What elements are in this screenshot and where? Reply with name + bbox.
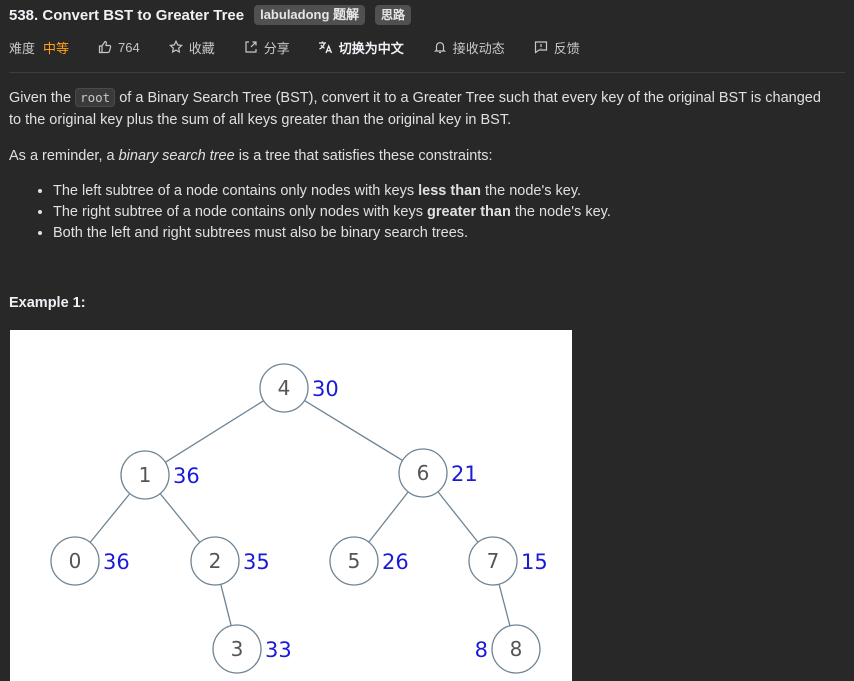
tree-node-key: 5: [348, 549, 361, 573]
list-item: Both the left and right subtrees must al…: [53, 223, 834, 244]
tree-node-2: [190, 536, 240, 586]
tree-node-sum: 33: [265, 638, 292, 662]
tree-node-sum: 35: [243, 550, 270, 574]
tree-edge: [89, 493, 131, 543]
feedback-button[interactable]: 反馈: [533, 38, 580, 57]
translate-button[interactable]: 切换为中文: [318, 38, 404, 57]
share-button[interactable]: 分享: [243, 38, 290, 57]
notify-button[interactable]: 接收动态: [432, 38, 505, 57]
feedback-icon: [533, 39, 549, 55]
tree-node-sum: 36: [173, 464, 200, 488]
tree-edge: [368, 491, 409, 543]
thumbs-up-icon: [97, 39, 113, 55]
constraints-list: The left subtree of a node contains only…: [9, 181, 834, 244]
code-root: root: [75, 88, 116, 107]
difficulty-value: 中等: [43, 40, 70, 56]
tree-node-3: [212, 624, 262, 674]
tree-node-sum: 21: [451, 462, 478, 486]
tree-node-8: [491, 624, 541, 674]
share-label: 分享: [263, 40, 290, 56]
difficulty-label: 难度: [9, 40, 36, 56]
tree-node-5: [329, 536, 379, 586]
tree-node-6: [398, 448, 448, 498]
notify-label: 接收动态: [452, 40, 505, 56]
tree-edge: [164, 400, 265, 463]
tree-edge: [437, 491, 479, 543]
difficulty: 难度 中等: [9, 38, 69, 57]
problem-header: 538. Convert BST to Greater Tree labulad…: [9, 4, 845, 26]
description-paragraph-2: As a reminder, a binary search tree is a…: [9, 148, 493, 164]
tree-edge: [304, 399, 403, 462]
translate-icon: [318, 39, 334, 55]
tree-node-key: 0: [69, 549, 82, 573]
bell-icon: [432, 39, 448, 55]
favorite-label: 收藏: [188, 40, 215, 56]
tree-node-7: [468, 536, 518, 586]
tree-edge: [220, 584, 232, 626]
tag-labuladong[interactable]: labuladong 题解: [254, 5, 366, 25]
tree-node-key: 2: [209, 549, 222, 573]
tag-hint[interactable]: 思路: [375, 5, 412, 25]
share-icon: [243, 39, 259, 55]
star-icon: [168, 39, 184, 55]
tree-node-0: [50, 536, 100, 586]
feedback-label: 反馈: [553, 40, 580, 56]
tree-node-4: [259, 363, 309, 413]
tree-node-key: 6: [417, 461, 430, 485]
tree-node-key: 4: [278, 376, 291, 400]
tree-node-sum: 26: [382, 550, 409, 574]
tree-edge: [159, 493, 201, 543]
tree-node-sum: 8: [475, 638, 488, 662]
like-count: 764: [118, 39, 140, 55]
problem-title: 538. Convert BST to Greater Tree: [9, 6, 245, 24]
tree-node-key: 1: [139, 463, 152, 487]
description-paragraph-1: Given the root of a Binary Search Tree (…: [9, 88, 821, 128]
translate-label: 切换为中文: [338, 40, 404, 56]
tree-edge: [498, 584, 511, 626]
tree-node-sum: 15: [521, 550, 548, 574]
meta-bar: 难度 中等 764 收藏 分享 切换为中文 接收动态 反馈: [9, 36, 608, 58]
example-title: Example 1:: [9, 295, 86, 311]
header-divider: [9, 72, 845, 73]
list-item: The right subtree of a node contains onl…: [53, 202, 834, 223]
like-button[interactable]: 764: [97, 39, 140, 55]
list-item: The left subtree of a node contains only…: [53, 181, 834, 202]
tree-node-sum: 30: [312, 377, 339, 401]
tree-node-key: 3: [231, 637, 244, 661]
favorite-button[interactable]: 收藏: [168, 38, 215, 57]
tree-node-key: 8: [510, 637, 523, 661]
tree-node-1: [120, 450, 170, 500]
tree-node-key: 7: [487, 549, 500, 573]
tree-node-sum: 36: [103, 550, 130, 574]
problem-description: Given the root of a Binary Search Tree (…: [9, 87, 834, 244]
